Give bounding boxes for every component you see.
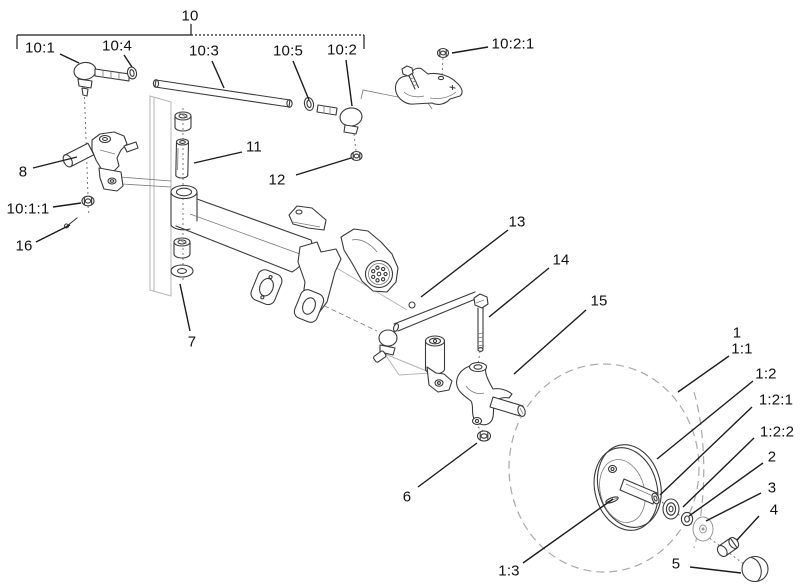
axle-beam	[175, 198, 399, 323]
leader-line-4	[736, 515, 760, 541]
leader-line-8	[32, 156, 78, 169]
axle-pivot-tube	[170, 184, 198, 231]
left-spindle	[62, 131, 139, 192]
leader-line-14	[488, 267, 550, 318]
leader-line-1-2-1	[659, 406, 753, 496]
kingpin-nut-left	[81, 195, 95, 207]
axle-mount-pad-left	[250, 269, 283, 306]
leader-line-10-1	[59, 53, 80, 64]
group-bracket-lines	[16, 24, 365, 49]
spindle-nut	[476, 430, 492, 442]
leader-line-1-3	[522, 498, 614, 564]
axle-bolt	[716, 536, 740, 558]
leader-line-1-2	[656, 380, 754, 460]
thrust-washer	[170, 264, 194, 278]
wheel-tire	[508, 363, 705, 573]
leader-line-10-5	[292, 60, 310, 101]
upper-bushing	[174, 111, 192, 132]
stub-axle	[489, 396, 526, 417]
arm-attach-line	[360, 89, 433, 110]
right-spindle	[456, 361, 526, 426]
leader-line-13	[420, 229, 509, 298]
drag-link-rod	[392, 291, 479, 332]
leader-line-1-2-2	[682, 437, 755, 508]
kingpin-bolt	[473, 293, 489, 352]
leader-line-15	[513, 309, 587, 375]
wheel-axle-tube	[619, 478, 660, 505]
axle-top-flange	[288, 205, 327, 231]
hub-cap	[741, 555, 769, 583]
tie-rod-end-left	[73, 61, 130, 97]
lower-bushing	[173, 237, 191, 259]
washer-large	[692, 516, 714, 542]
pivot-dot	[408, 301, 416, 309]
leader-line-10-2	[345, 59, 353, 107]
wheel-bearing	[662, 498, 680, 520]
tie-rod-assembly	[73, 61, 433, 162]
leader-line-1-1	[677, 355, 730, 393]
tie-rod-end-right	[316, 104, 363, 135]
axle-left-arm	[119, 176, 172, 188]
leader-lines	[32, 46, 764, 574]
arm-nut	[436, 47, 450, 59]
rod-clamp-right	[303, 97, 315, 111]
leader-line-6	[417, 442, 478, 488]
leader-line-2	[688, 462, 764, 517]
spacer-tube	[175, 138, 190, 179]
adjustment-bracket	[340, 228, 399, 293]
leader-line-12	[295, 157, 352, 176]
leader-line-11	[193, 151, 243, 164]
steering-arm-bracket	[394, 47, 463, 105]
tie-rod-tube	[152, 79, 293, 108]
drag-link-ball-joint	[373, 329, 398, 363]
leader-line-10-4	[123, 54, 133, 68]
phantom-frame-plate	[149, 95, 172, 297]
leader-line-10-1-1	[52, 202, 82, 208]
leader-line-7	[179, 283, 191, 332]
leader-line-10-2-1	[451, 46, 489, 54]
arm-screw	[401, 65, 420, 90]
rod-clamp-left	[126, 66, 138, 80]
leader-line-3	[705, 492, 762, 522]
jam-nut	[350, 150, 363, 162]
axle-mount-pad-lower	[293, 289, 325, 323]
leader-line-16	[35, 224, 71, 243]
leader-line-10-3	[211, 60, 225, 89]
steering-arm-sleeve	[424, 335, 453, 393]
leader-line-5	[689, 566, 742, 574]
